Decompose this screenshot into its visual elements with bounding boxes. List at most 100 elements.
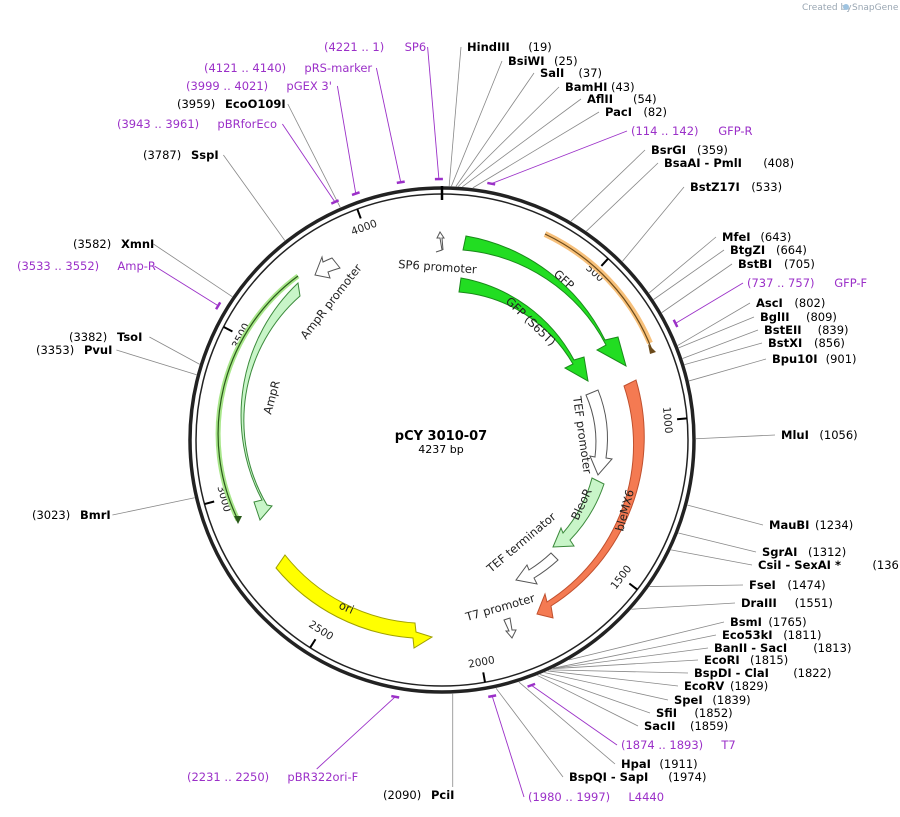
- enzyme-site-bstz17i[interactable]: BstZ17I(533): [690, 180, 782, 194]
- enzyme-site-asci[interactable]: AscI(802): [756, 296, 825, 310]
- feature-tef-terminator[interactable]: [515, 552, 559, 585]
- enzyme-leader-line: [537, 675, 639, 727]
- enzyme-site-bspqi[interactable]: BspQI - SapI(1974): [569, 770, 706, 784]
- enzyme-site-hindiii[interactable]: HindIII(19): [467, 40, 552, 54]
- enzyme-site-csii[interactable]: CsiI - SexAI *(1361): [758, 558, 900, 572]
- enzyme-site-pcii[interactable]: (2090)PciI: [383, 788, 454, 802]
- enzyme-name: SpeI: [674, 693, 703, 707]
- enzyme-site-bsrgi[interactable]: BsrGI(359): [651, 143, 728, 157]
- enzyme-site-bsiwi[interactable]: BsiWI(25): [508, 54, 578, 68]
- enzyme-name: SalI: [540, 66, 564, 80]
- enzyme-site-draiii[interactable]: DraIII(1551): [741, 596, 833, 610]
- enzyme-name: DraIII: [741, 596, 777, 610]
- enzyme-site-mfei[interactable]: MfeI(643): [722, 230, 791, 244]
- plasmid-name: pCY 3010-07: [395, 429, 487, 444]
- enzyme-position: (533): [751, 180, 782, 194]
- primer-mark: [672, 319, 679, 328]
- feature-gfp-s65t[interactable]: [458, 277, 589, 382]
- enzyme-site-ecori[interactable]: EcoRI(1815): [704, 653, 788, 667]
- enzyme-site-bmri[interactable]: (3023)BmrI: [32, 508, 111, 522]
- tick-mark: [356, 208, 362, 219]
- credit-prefix: Created by: [802, 3, 852, 13]
- enzyme-site-bglii[interactable]: BglII(809): [760, 310, 837, 324]
- primer-name: GFP-F: [834, 276, 867, 290]
- primer-leader-line: [154, 265, 219, 307]
- enzyme-name: EcoRV: [684, 679, 724, 693]
- enzyme-position: (43): [611, 80, 635, 94]
- enzyme-site-btgzi[interactable]: BtgZI(664): [730, 243, 807, 257]
- enzyme-position: (3382): [69, 330, 107, 344]
- enzyme-site-sacii[interactable]: SacII(1859): [644, 719, 728, 733]
- feature-ori[interactable]: [275, 554, 434, 649]
- enzyme-site-bsmi[interactable]: BsmI(1765): [730, 615, 807, 629]
- enzyme-site-hpai[interactable]: HpaI(1911): [621, 757, 698, 771]
- primer-t7[interactable]: (1874 .. 1893) T7: [621, 738, 736, 752]
- enzyme-name: EcoO109I: [225, 97, 286, 111]
- enzyme-site-spei[interactable]: SpeI(1839): [674, 693, 751, 707]
- enzyme-site-bstxi[interactable]: BstXI(856): [768, 336, 845, 350]
- feature-sp6-promoter[interactable]: [435, 231, 445, 253]
- primer-pgex-3-[interactable]: (3999 .. 4021)pGEX 3': [186, 79, 332, 93]
- tick-label: 1000: [660, 406, 674, 434]
- primer-pbrforeco[interactable]: (3943 .. 3961)pBRforEco: [117, 117, 277, 131]
- enzyme-name: EcoRI: [704, 653, 740, 667]
- primer-leader-line: [491, 695, 525, 798]
- feature-t7-promoter[interactable]: [503, 617, 517, 639]
- primer-leader-line: [531, 684, 618, 746]
- enzyme-leader-line: [622, 186, 685, 262]
- primer-name: pBR322ori-F: [287, 770, 358, 784]
- primer-gfp-r[interactable]: (114 .. 142)GFP-R: [631, 124, 753, 138]
- enzyme-name: SfiI: [656, 706, 677, 720]
- enzyme-site-sfii[interactable]: SfiI(1852): [656, 706, 733, 720]
- enzyme-site-xmni[interactable]: (3582)XmnI: [73, 237, 154, 251]
- enzyme-site-bsteii[interactable]: BstEII(839): [764, 323, 849, 337]
- enzyme-site-sali[interactable]: SalI(37): [540, 66, 602, 80]
- enzyme-name: HindIII: [467, 40, 510, 54]
- feature-ampr[interactable]: [240, 281, 301, 521]
- primer-prs-marker[interactable]: (4121 .. 4140)pRS-marker: [204, 61, 372, 75]
- primer-range: (1874 .. 1893): [621, 738, 703, 752]
- enzyme-site-sspi[interactable]: (3787)SspI: [143, 148, 219, 162]
- primer-amp-r[interactable]: (3533 .. 3552)Amp-R: [17, 259, 156, 273]
- enzyme-site-bstbi[interactable]: BstBI(705): [738, 257, 815, 271]
- primer-leader-line: [491, 130, 628, 185]
- enzyme-leader-line: [678, 532, 757, 553]
- enzyme-position: (1974): [668, 770, 706, 784]
- feature-bleor[interactable]: [552, 477, 605, 548]
- feature-gfp[interactable]: [462, 235, 627, 368]
- primer-gfp-f[interactable]: (737 .. 757)GFP-F: [747, 276, 867, 290]
- enzyme-position: (3353): [36, 343, 74, 357]
- enzyme-site-paci[interactable]: PacI(82): [605, 105, 667, 119]
- enzyme-site-ecoo109i[interactable]: (3959)EcoO109I: [177, 97, 286, 111]
- primer-l4440[interactable]: (1980 .. 1997)L4440: [528, 790, 664, 804]
- leader-lines: [112, 46, 776, 798]
- enzyme-site-mlui[interactable]: MluI(1056): [781, 428, 858, 442]
- enzyme-site-banii[interactable]: BanII - SacI(1813): [714, 641, 851, 655]
- primer-sp6[interactable]: (4221 .. 1)SP6: [324, 40, 426, 54]
- primer-leader-line: [316, 696, 396, 770]
- enzyme-name: BglII: [760, 310, 790, 324]
- primer-leader-line: [375, 67, 402, 183]
- enzyme-site-ecorv[interactable]: EcoRV(1829): [684, 679, 768, 693]
- snapgene-credit[interactable]: Created by SnapGene: [802, 3, 899, 13]
- primer-mark: [391, 694, 400, 699]
- enzyme-site-tsoi[interactable]: (3382)TsoI: [69, 330, 142, 344]
- primer-name: SP6: [405, 40, 427, 54]
- enzyme-site-bspdi[interactable]: BspDI - ClaI(1822): [694, 666, 831, 680]
- enzyme-site-maubi[interactable]: MauBI(1234): [769, 518, 853, 532]
- enzyme-site-bsaai[interactable]: BsaAI - PmlI(408): [664, 156, 794, 170]
- primer-pbr322ori-f[interactable]: (2231 .. 2250)pBR322ori-F: [187, 770, 358, 784]
- primer-name: T7: [720, 738, 735, 752]
- enzyme-leader-line: [687, 504, 764, 526]
- enzyme-site-pvui[interactable]: (3353)PvuI: [36, 343, 112, 357]
- feature-blemx6[interactable]: [536, 379, 645, 619]
- enzyme-site-eco53ki[interactable]: Eco53kI(1811): [722, 628, 821, 642]
- enzyme-site-bpu10i[interactable]: Bpu10I(901): [772, 352, 857, 366]
- feature-tef-promoter[interactable]: [585, 389, 613, 476]
- enzyme-site-fsei[interactable]: FseI(1474): [749, 578, 826, 592]
- enzyme-site-sgrai[interactable]: SgrAI(1312): [762, 545, 846, 559]
- feature-ampr-promoter[interactable]: [314, 255, 341, 279]
- enzyme-site-aflii[interactable]: AflII(54): [587, 92, 657, 106]
- enzyme-site-bamhi[interactable]: BamHI(43): [565, 80, 635, 94]
